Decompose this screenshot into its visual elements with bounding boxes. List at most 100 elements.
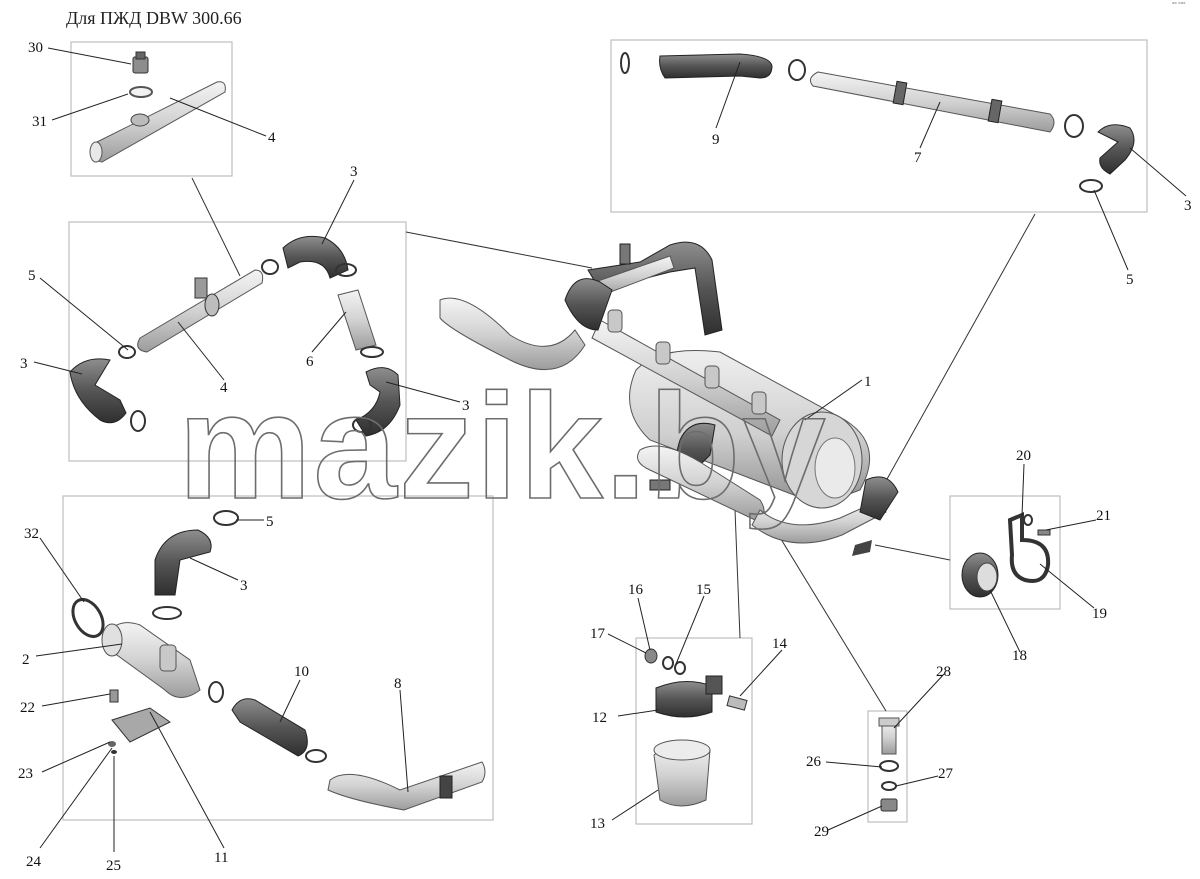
hose-clamp — [620, 52, 630, 74]
pipe-bracket — [194, 277, 208, 299]
hose-clamp — [152, 606, 182, 620]
callout-numbers: 30 31 4 3 5 3 4 6 3 9 7 3 5 1 32 5 3 2 1… — [18, 40, 1192, 874]
top-pipes-detail — [620, 52, 1135, 193]
callout-4: 4 — [268, 130, 276, 146]
callout-8: 8 — [394, 676, 402, 692]
callout-17: 17 — [590, 626, 606, 642]
callout-11: 11 — [214, 850, 228, 866]
fuel-pipe — [92, 81, 226, 163]
hex-nut — [880, 798, 898, 812]
band-clamp — [655, 681, 713, 718]
bolt-set-detail — [878, 717, 900, 812]
pipe-boss — [130, 113, 150, 127]
washer — [662, 656, 674, 670]
corner-mark: °° °°° — [1172, 2, 1186, 8]
diagram-title: Для ПЖД DBW 300.66 — [66, 8, 242, 28]
hose-clamp — [352, 417, 372, 433]
left-elbow — [564, 278, 613, 331]
callout-18: 18 — [1012, 648, 1027, 664]
hose-clamp — [213, 510, 239, 526]
flat-washer — [879, 760, 899, 772]
hose-clamp — [335, 263, 357, 277]
hose-clamp — [305, 749, 327, 763]
exhaust-hose — [231, 698, 308, 757]
hose-clamp — [1079, 179, 1103, 193]
callout-3: 3 — [350, 164, 358, 180]
sealing-washer — [129, 86, 153, 98]
hose-clamp-large — [71, 598, 105, 638]
frame-hose-assembly — [68, 221, 407, 462]
nut — [644, 648, 658, 664]
exhaust-elbow — [154, 529, 212, 596]
frame-clamp-set — [635, 637, 753, 825]
hose-clamp — [360, 346, 384, 358]
callout-28: 28 — [936, 664, 951, 680]
frame-exhaust — [62, 495, 494, 821]
callout-27: 27 — [938, 766, 954, 782]
callout-7: 7 — [914, 150, 922, 166]
callout-12: 12 — [592, 710, 607, 726]
callout-20: 20 — [1016, 448, 1031, 464]
frame-top-pipes — [610, 39, 1148, 213]
callout-4: 4 — [220, 380, 228, 396]
frame-fuel-pipe — [70, 41, 233, 177]
callout-6: 6 — [306, 354, 314, 370]
washer-spring — [674, 661, 686, 675]
hose-clamp — [130, 410, 146, 432]
frame-connectors — [191, 177, 1036, 712]
exhaust-bracket — [111, 707, 171, 743]
long-pipe — [809, 71, 1055, 133]
hose-clamp — [1064, 114, 1084, 138]
callout-13: 13 — [590, 816, 605, 832]
bent-hose — [659, 53, 773, 79]
upper-hose-loop — [587, 241, 723, 336]
frame-bracket — [949, 495, 1061, 610]
callout-29: 29 — [814, 824, 829, 840]
fuel-pipe-detail — [89, 51, 226, 163]
callout-5: 5 — [28, 268, 36, 284]
callout-10: 10 — [294, 664, 309, 680]
exhaust-detail — [71, 510, 486, 811]
callout-21: 21 — [1096, 508, 1111, 524]
callout-16: 16 — [628, 582, 644, 598]
bracket-screw — [1037, 529, 1051, 536]
callout-15: 15 — [696, 582, 711, 598]
hose-assembly-detail — [69, 235, 401, 437]
leader-lines — [33, 47, 1187, 852]
callout-30: 30 — [28, 40, 43, 56]
callout-26: 26 — [806, 754, 822, 770]
detail-frames — [62, 39, 1148, 825]
outlet-elbow — [859, 476, 899, 521]
callout-3: 3 — [240, 578, 248, 594]
callout-23: 23 — [18, 766, 33, 782]
coolant-rail — [591, 319, 781, 437]
callout-5: 5 — [266, 514, 274, 530]
elbow-hose-top — [282, 235, 349, 279]
frame-bolt-set — [867, 710, 908, 823]
exhaust-pipe — [327, 761, 486, 811]
bracket-detail — [961, 512, 1051, 598]
bracket-bolt — [109, 689, 119, 703]
lower-muffler — [637, 445, 765, 521]
callout-32: 32 — [24, 526, 39, 542]
callout-22: 22 — [20, 700, 35, 716]
callout-2: 2 — [22, 652, 30, 668]
callout-25: 25 — [106, 858, 121, 874]
washer — [1023, 514, 1033, 526]
hose-clamp — [118, 345, 136, 359]
mounting-bracket — [1007, 512, 1051, 583]
elbow-hose-right — [1097, 124, 1135, 175]
exhaust-bend — [751, 499, 887, 544]
coolant-pipe — [137, 269, 264, 353]
callout-1: 1 — [864, 374, 872, 390]
callout-3: 3 — [462, 398, 470, 414]
callout-14: 14 — [772, 636, 788, 652]
callout-3: 3 — [1184, 198, 1192, 214]
hose-clamp — [261, 259, 279, 275]
callout-9: 9 — [712, 132, 720, 148]
clamp-bolt — [726, 695, 748, 711]
straight-tube — [337, 289, 377, 351]
clamp-set-detail — [644, 648, 748, 807]
